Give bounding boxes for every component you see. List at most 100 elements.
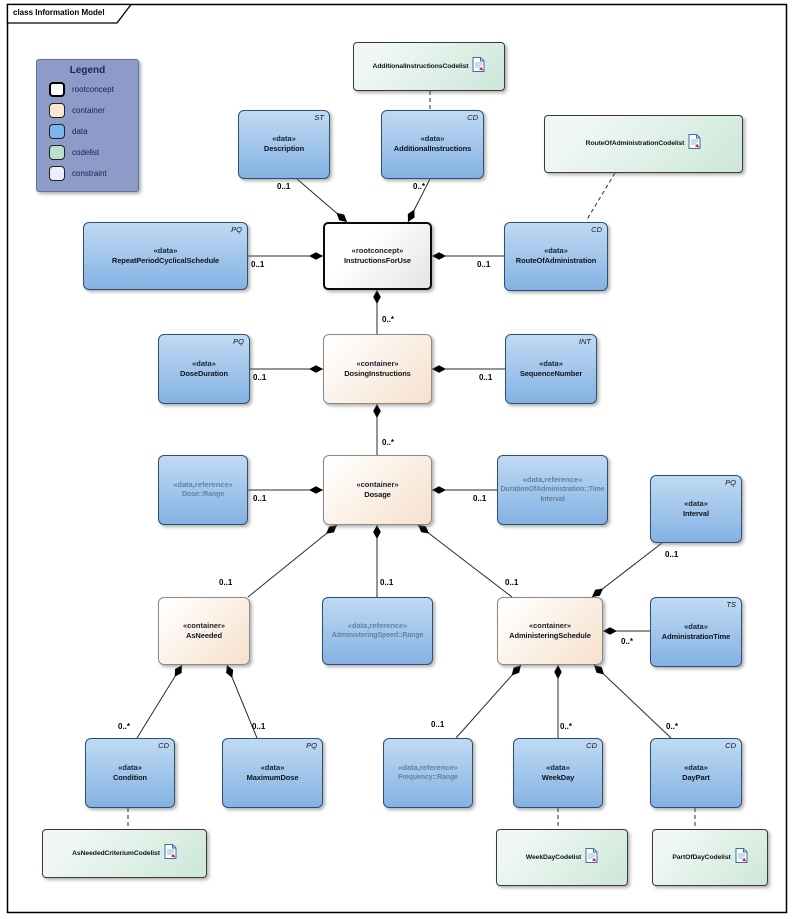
- node-maximum-dose[interactable]: PQ «data» MaximumDose: [222, 738, 323, 808]
- multiplicity-label: 0..*: [118, 722, 131, 731]
- type-annotation: PQ: [231, 225, 242, 234]
- edge-as-needed-condition: [136, 664, 183, 739]
- stereotype: «container»: [528, 620, 572, 630]
- legend[interactable]: Legend rootconcept container data codeli…: [36, 59, 139, 192]
- stereotype: «rootconcept»: [351, 245, 404, 255]
- multiplicity-label: 0..*: [382, 438, 395, 447]
- node-interval[interactable]: PQ «data» Interval: [650, 475, 742, 543]
- node-condition[interactable]: CD «data» Condition: [85, 738, 175, 808]
- type-annotation: CD: [725, 741, 736, 750]
- node-additional-instructions-codelist[interactable]: AdditionalInstructionsCodelist: [353, 42, 505, 91]
- multiplicity-label: 0..1: [251, 260, 265, 269]
- multiplicity-label: 0..1: [277, 182, 291, 191]
- node-label: Dose::Range: [181, 491, 225, 499]
- edge-schedule-day-part: [593, 664, 672, 739]
- node-label: Dosage: [364, 489, 391, 499]
- node-label: Frequency::Range: [398, 774, 458, 782]
- legend-label: codelist: [72, 148, 100, 157]
- document-icon: [472, 56, 485, 77]
- node-instructions-for-use[interactable]: «rootconcept» InstructionsForUse: [323, 222, 432, 290]
- node-week-day-codelist[interactable]: WeekDayCodelist: [496, 829, 628, 886]
- node-label: Condition: [112, 772, 148, 782]
- node-label: AsNeededCriteriumCodelist: [72, 849, 160, 857]
- stereotype: «data,reference»: [522, 475, 583, 485]
- node-dose-duration[interactable]: PQ «data» DoseDuration: [158, 334, 250, 404]
- node-additional-instructions[interactable]: CD «data» AdditionalInstructions: [381, 110, 484, 179]
- node-week-day[interactable]: CD «data» WeekDay: [513, 738, 603, 808]
- multiplicity-label: 0..*: [382, 315, 395, 324]
- node-as-needed-criterium-codelist[interactable]: AsNeededCriteriumCodelist: [42, 829, 207, 878]
- node-administering-speed-range[interactable]: «data,reference» AdministeringSpeed::Ran…: [322, 597, 433, 665]
- multiplicity-label: 0..1: [219, 578, 233, 587]
- legend-item-rootconcept: rootconcept: [49, 82, 132, 97]
- node-dose-range[interactable]: «data,reference» Dose::Range: [158, 455, 248, 525]
- stereotype: «data»: [420, 134, 445, 144]
- multiplicity-label: 0..1: [431, 720, 445, 729]
- node-sequence-number[interactable]: INT «data» SequenceNumber: [505, 334, 597, 404]
- node-label: AsNeeded: [186, 630, 222, 640]
- type-annotation: PQ: [306, 741, 317, 750]
- stereotype: «data»: [272, 134, 296, 144]
- multiplicity-label: 0..*: [621, 637, 634, 646]
- node-duration-of-administration-time-interval[interactable]: «data,reference» DurationOfAdministratio…: [497, 455, 608, 525]
- stereotype: «data»: [684, 498, 708, 508]
- stereotype: «data»: [684, 762, 708, 772]
- multiplicity-label: 0..1: [473, 494, 487, 503]
- node-route-of-administration[interactable]: CD «data» RouteOfAdministration: [504, 222, 608, 291]
- node-repeat-period-cyclical-schedule[interactable]: PQ «data» RepeatPeriodCyclicalSchedule: [83, 222, 248, 290]
- node-label: DayPart: [682, 772, 710, 782]
- node-route-of-administration-codelist[interactable]: RouteOfAdministrationCodelist: [544, 115, 743, 173]
- node-label: RouteOfAdministration: [515, 256, 597, 266]
- legend-swatch-constraint: [49, 166, 65, 181]
- node-day-part[interactable]: CD «data» DayPart: [650, 738, 742, 808]
- node-label: DurationOfAdministration::TimeInterval: [500, 486, 605, 503]
- legend-item-constraint: constraint: [49, 166, 132, 181]
- type-annotation: TS: [726, 600, 736, 609]
- stereotype: «data»: [153, 245, 178, 255]
- legend-title: Legend: [69, 65, 106, 76]
- stereotype: «data,reference»: [398, 763, 458, 773]
- document-icon: [688, 134, 701, 154]
- legend-label: constraint: [72, 169, 107, 178]
- stereotype: «data»: [260, 762, 285, 772]
- node-as-needed[interactable]: «container» AsNeeded: [158, 597, 250, 665]
- node-dosage[interactable]: «container» Dosage: [323, 455, 432, 525]
- node-administering-schedule[interactable]: «container» AdministeringSchedule: [497, 597, 603, 665]
- multiplicity-label: 0..1: [477, 260, 491, 269]
- edge-dosage-administering-schedule: [417, 524, 513, 598]
- node-label: RouteOfAdministrationCodelist: [585, 140, 685, 148]
- stereotype: «data,reference»: [347, 621, 408, 631]
- type-annotation: PQ: [725, 478, 736, 487]
- legend-swatch-container: [49, 103, 65, 118]
- stereotype: «container»: [356, 479, 399, 489]
- node-label: DoseDuration: [180, 368, 228, 378]
- edge-schedule-interval: [591, 542, 663, 598]
- node-administration-time[interactable]: TS «data» AdministrationTime: [650, 597, 742, 667]
- stereotype: «data»: [546, 762, 570, 772]
- legend-item-data: data: [49, 124, 132, 139]
- node-label: SequenceNumber: [519, 368, 583, 378]
- node-frequency-range[interactable]: «data,reference» Frequency::Range: [383, 738, 473, 808]
- node-label: InstructionsForUse: [344, 255, 411, 265]
- node-label: DosingInstructions: [344, 368, 411, 378]
- edge-dosage-as-needed: [247, 524, 338, 598]
- node-label: PartOfDayCodelist: [672, 853, 731, 861]
- node-dosing-instructions[interactable]: «container» DosingInstructions: [323, 334, 432, 404]
- document-icon: [164, 843, 177, 864]
- node-description[interactable]: ST «data» Description: [238, 110, 330, 179]
- stereotype: «data»: [544, 246, 568, 256]
- stereotype: «container»: [182, 620, 226, 630]
- node-part-of-day-codelist[interactable]: PartOfDayCodelist: [652, 829, 768, 886]
- legend-item-codelist: codelist: [49, 145, 132, 160]
- multiplicity-label: 0..1: [253, 494, 267, 503]
- type-annotation: CD: [591, 225, 602, 234]
- stereotype: «data,reference»: [173, 480, 233, 490]
- multiplicity-label: 0..1: [665, 550, 679, 559]
- legend-item-container: container: [49, 103, 132, 118]
- multiplicity-label: 0..1: [479, 373, 493, 382]
- multiplicity-label: 0..1: [252, 722, 266, 731]
- multiplicity-label: 0..1: [380, 578, 394, 587]
- type-annotation: PQ: [233, 337, 244, 346]
- node-label: Description: [263, 144, 305, 154]
- edge-schedule-frequency: [455, 664, 522, 739]
